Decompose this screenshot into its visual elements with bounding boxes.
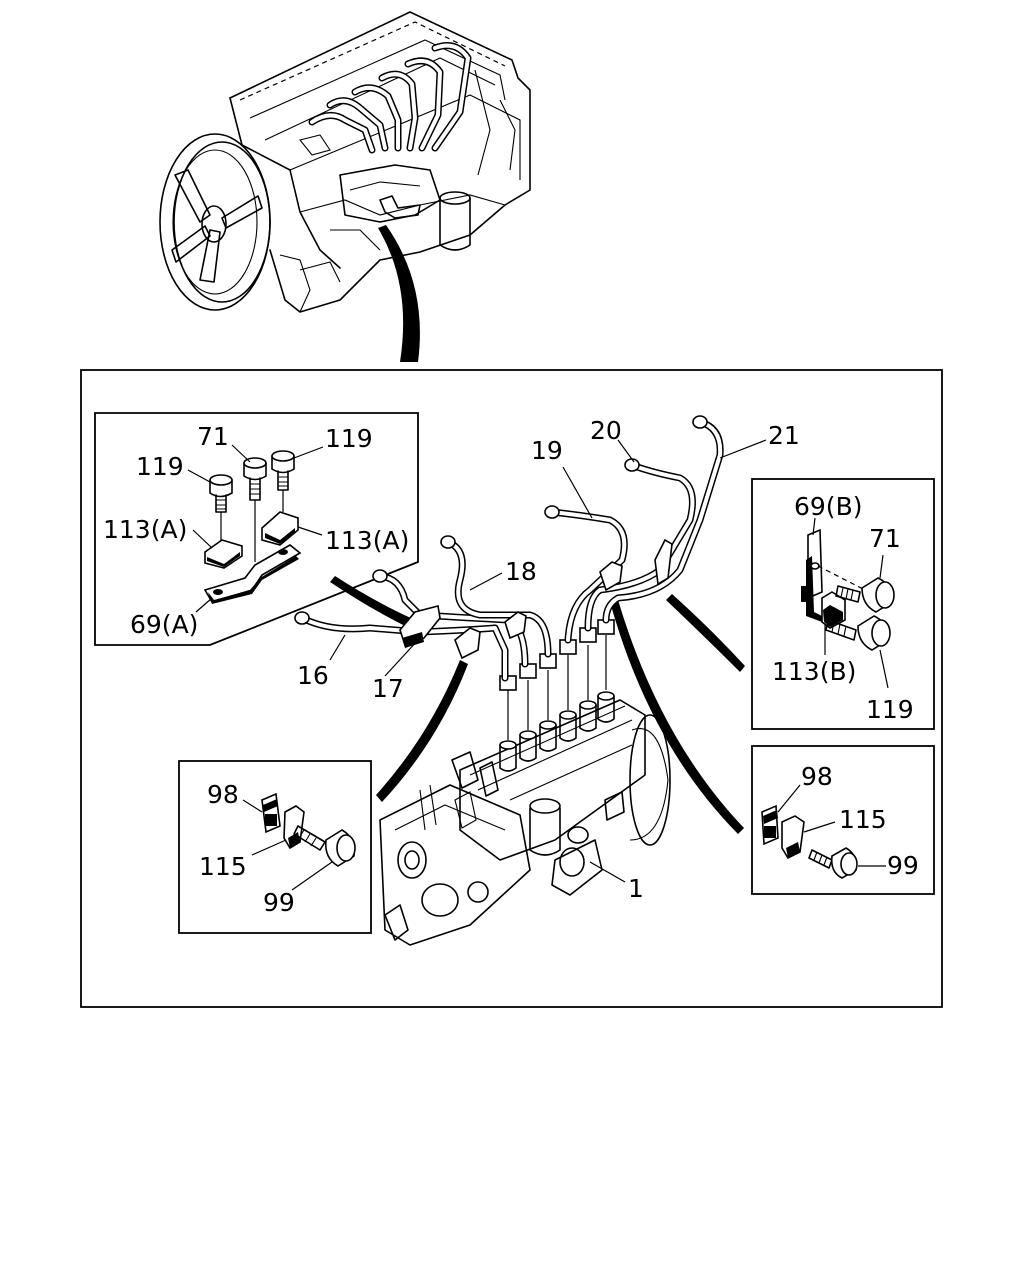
detail-connector <box>378 225 420 362</box>
label-71-b: 71 <box>869 524 901 553</box>
bolt-99-d <box>808 847 858 879</box>
label-71-a: 71 <box>197 422 229 451</box>
label-115-d: 115 <box>839 805 887 834</box>
detail-d: 98 115 99 <box>751 745 935 895</box>
label-115-c: 115 <box>199 852 247 881</box>
label-69b: 69(B) <box>794 492 862 521</box>
bolt-119-b <box>825 615 891 651</box>
detail-c: 98 115 99 <box>178 760 372 934</box>
label-113b: 113(B) <box>772 657 856 686</box>
cushion-98-c <box>261 792 281 834</box>
detail-pointers <box>330 576 745 834</box>
main-frame <box>80 369 943 1008</box>
label-19: 19 <box>531 436 563 465</box>
injection-pipes <box>294 415 724 682</box>
detail-b: 69(B) 71 113(B) 119 <box>751 478 935 730</box>
label-18: 18 <box>505 557 537 586</box>
label-17: 17 <box>372 674 404 703</box>
bolt-71-a <box>243 457 267 562</box>
label-98-c: 98 <box>207 780 239 809</box>
engine-pipes <box>299 42 472 156</box>
label-1: 1 <box>628 874 644 903</box>
injection-pump <box>379 619 671 946</box>
label-99-c: 99 <box>263 888 295 917</box>
bolt-99-c <box>293 825 356 867</box>
label-119-b: 119 <box>866 695 914 724</box>
engine-fan <box>159 133 271 311</box>
pipe-21 <box>602 418 724 624</box>
bolt-119-left <box>209 474 233 545</box>
label-69a: 69(A) <box>130 610 198 639</box>
bolt-119-right <box>271 450 295 512</box>
label-119-a-right: 119 <box>325 424 373 453</box>
pipe-callouts: 16 17 18 19 20 21 1 <box>297 416 800 903</box>
label-113a-right: 113(A) <box>325 526 409 555</box>
label-20: 20 <box>590 416 622 445</box>
bolt-71-b <box>835 577 895 613</box>
label-16: 16 <box>297 661 329 690</box>
label-98-d: 98 <box>801 762 833 791</box>
detail-a: 71 119 119 113(A) 113(A) 69(A) <box>94 412 419 646</box>
label-21: 21 <box>768 421 800 450</box>
valve-nuts <box>499 619 615 740</box>
engine-block <box>229 11 531 313</box>
label-113a-left: 113(A) <box>103 515 187 544</box>
engine-overview <box>159 11 531 362</box>
label-119-a-left: 119 <box>136 452 184 481</box>
label-99-d: 99 <box>887 851 919 880</box>
pipe-clamps <box>399 538 673 660</box>
delivery-valves <box>499 691 615 772</box>
